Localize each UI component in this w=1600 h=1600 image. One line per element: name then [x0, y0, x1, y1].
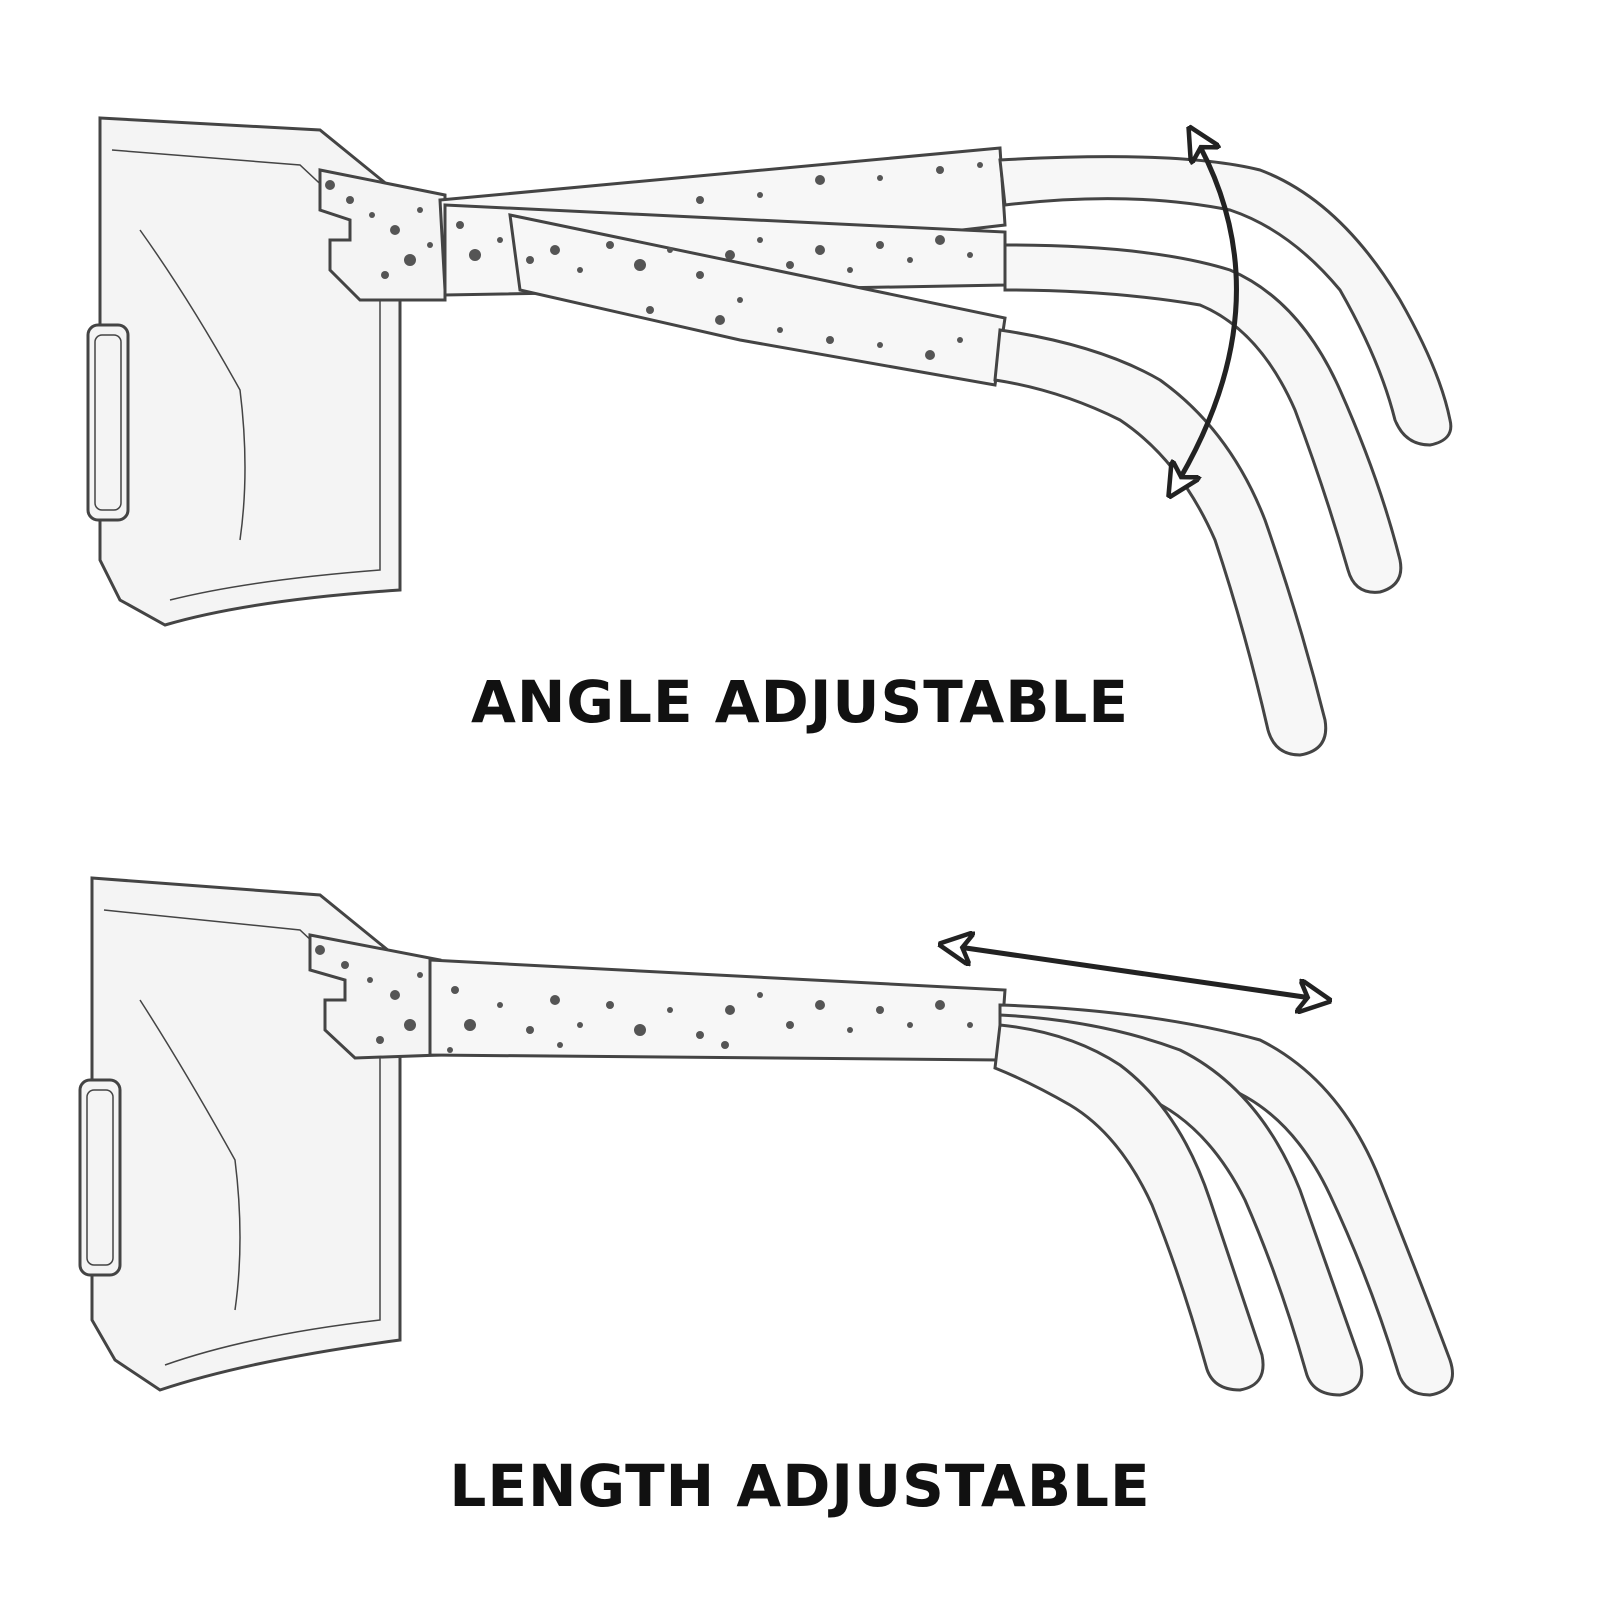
double-arrow-curved-icon — [1172, 132, 1239, 492]
angle-adjustable-panel: ANGLE ADJUSTABLE — [86, 116, 1453, 757]
temple-arm — [428, 958, 1007, 1062]
speckle-pattern — [325, 162, 983, 360]
lens-shield — [86, 116, 402, 627]
double-arrow-straight-icon — [945, 945, 1325, 1000]
temple-tip — [993, 1023, 1265, 1392]
length-caption: LENGTH ADJUSTABLE — [449, 1452, 1151, 1520]
length-adjustable-panel: LENGTH ADJUSTABLE — [0, 800, 1600, 1600]
length-illustration — [78, 876, 1454, 1397]
angle-illustration — [86, 116, 1453, 757]
speckle-pattern — [315, 945, 973, 1053]
angle-caption: ANGLE ADJUSTABLE — [470, 668, 1130, 736]
lens-shield — [78, 876, 402, 1392]
